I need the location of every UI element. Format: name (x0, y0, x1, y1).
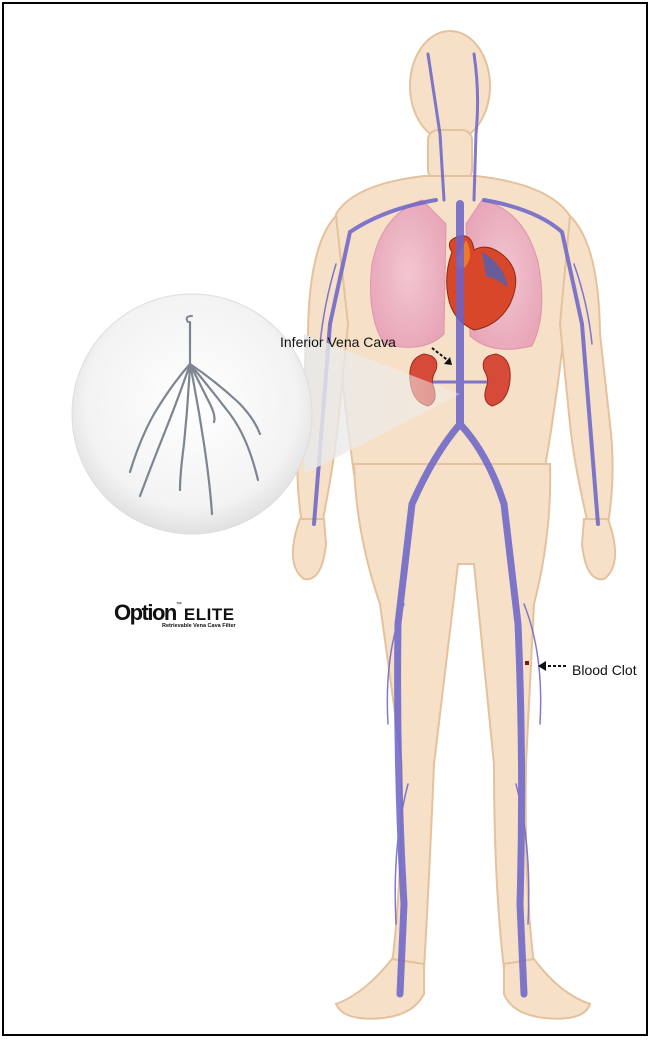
brand-tagline: Retrievable Vena Cava Filter (162, 623, 236, 629)
blood-clot-marker (525, 661, 529, 665)
body-silhouette (293, 31, 615, 1019)
inferior-vena-cava-label: Inferior Vena Cava (280, 334, 396, 350)
blood-clot-label: Blood Clot (572, 662, 637, 678)
brand-trademark: ™ (176, 602, 182, 608)
anatomy-illustration (4, 4, 648, 1036)
magnifier-circle (72, 294, 312, 534)
brand-name: Option (114, 600, 176, 625)
brand-suffix: ELITE (184, 605, 235, 624)
